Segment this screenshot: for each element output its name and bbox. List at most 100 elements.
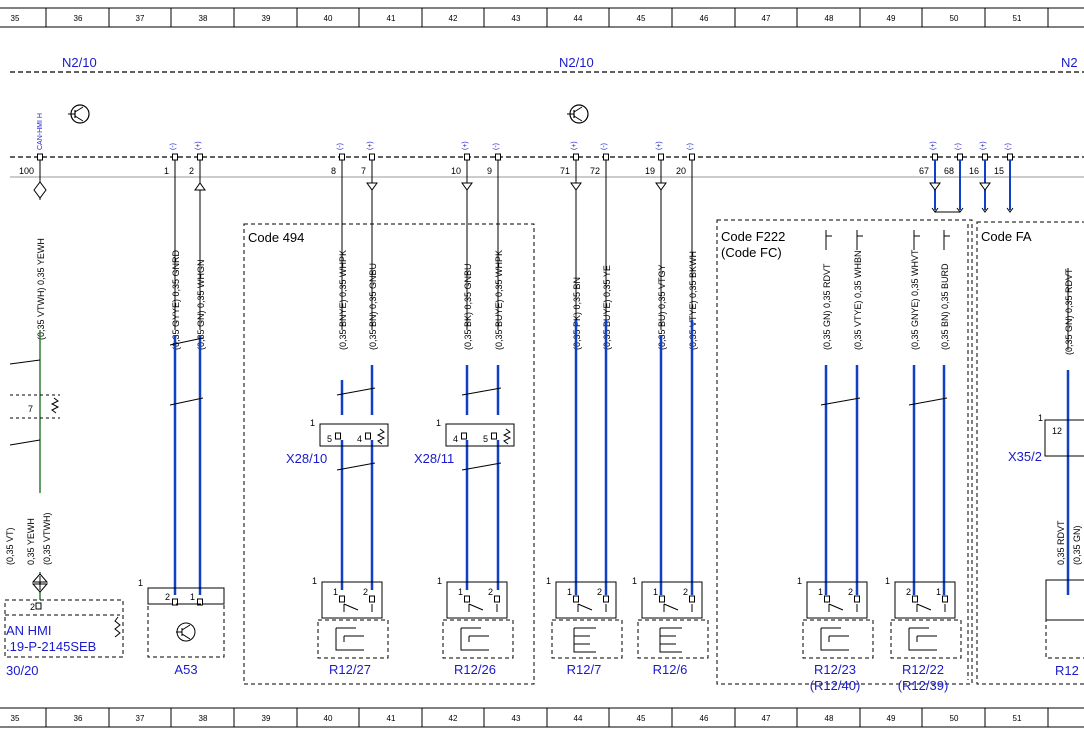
heater-element-icon [460,627,489,651]
component-side: 1 [885,576,890,586]
switch-icon [828,603,858,612]
pin-terminal [689,153,695,161]
code-f222-label: Code F222 [721,229,785,244]
wire-label: (0,35 VTYE) 0,35 BKWH [688,251,698,350]
pin-number: 20 [676,166,686,176]
code-494-label: Code 494 [248,230,304,245]
splice-mark [461,387,502,396]
component-terminal [854,595,860,603]
column-number: 39 [262,14,271,23]
sensor-body [802,619,874,659]
a53-pin: 2 [165,592,170,602]
component-label: R12/7 [567,662,602,677]
column-number: 48 [825,714,834,723]
column-number: 38 [199,14,208,23]
component-pin: 1 [818,587,823,597]
a53-housing [147,587,225,605]
module-label-n210-left: N2/10 [62,55,97,70]
column-number: 40 [324,14,333,23]
pin-polarity: (-) [687,143,694,150]
column-number: 49 [887,14,896,23]
arrow-both-icon [33,181,47,199]
module-label-n210-mid: N2/10 [559,55,594,70]
arrow-down-icon [461,182,473,191]
pin-number: 72 [590,166,600,176]
connector-pin: 4 [453,434,458,444]
right-wire-top: (0,35 GN) 0,35 RDVT [1064,268,1074,355]
pin-terminal [932,153,938,161]
pin-terminal [982,153,988,161]
a53-side: 1 [138,578,143,588]
pin-polarity: (-) [955,143,962,150]
left-connector-pin: 7 [28,404,33,414]
pin-polarity: (+) [195,141,202,150]
wire-label: (0,35 BNYE) 0,35 WHPK [338,250,348,350]
code-fa-label: Code FA [981,229,1032,244]
can-hmi-label: CAN-HMI H [37,113,44,150]
a53-terminal [172,598,178,606]
column-number: 45 [637,14,646,23]
pin-number: 8 [331,166,336,176]
pin-terminal [573,153,579,161]
column-number: 42 [449,14,458,23]
splice-mark [169,337,204,346]
wire-label: (0,35 BK) 0,35 GNBU [463,263,473,350]
transistor-icon [176,622,196,642]
pin-terminal [369,153,375,161]
component-housing [894,581,956,619]
connector-side: 1 [310,418,315,428]
pin-polarity: (-) [493,143,500,150]
component-pin: 1 [333,587,338,597]
connector-pin: 5 [483,434,488,444]
component-pin: 2 [683,587,688,597]
pin-number: 19 [645,166,655,176]
pin-number: 15 [994,166,1004,176]
wire-label: (0,35 GN) 0,35 RDVT [822,263,832,350]
wire-label: (0,35 BUYE) 0,35 YE [602,265,612,350]
a53-label: A53 [174,662,197,677]
component-terminal [339,595,345,603]
splice-mark [461,462,502,471]
connector-terminal [491,432,497,440]
x35-2-label: X35/2 [1008,449,1042,464]
component-terminal [573,595,579,603]
switch-icon [663,603,693,612]
column-number: 45 [637,714,646,723]
x35-2-pin: 12 [1052,426,1062,436]
pin-number: 16 [969,166,979,176]
column-number: 40 [324,714,333,723]
splice-mark [169,397,204,406]
component-pin: 1 [653,587,658,597]
column-number: 35 [11,714,20,723]
pin-polarity: (+) [980,141,987,150]
column-number: 37 [136,714,145,723]
code-f222-frame [716,219,973,685]
component-terminal [603,595,609,603]
pin-polarity: (-) [337,143,344,150]
connector-label: X28/10 [286,451,327,466]
pin-polarity: (+) [367,141,374,150]
pin-number: 7 [361,166,366,176]
pin-terminal [339,153,345,161]
pin-terminal [1007,153,1013,161]
switch-icon [468,603,498,612]
component-pin: 2 [488,587,493,597]
column-number: 44 [574,714,583,723]
component-terminal [824,595,830,603]
splice-mark [820,397,861,406]
column-number: 36 [74,14,83,23]
pin-terminal [495,153,501,161]
pin-terminal [658,153,664,161]
column-number: 50 [950,714,959,723]
splice-mark [336,462,376,471]
heater-element-icon [335,627,364,651]
connector-side: 1 [436,418,441,428]
component-label: R12/23 [814,662,856,677]
arrow-down-icon [366,182,378,191]
splice-mark [336,387,376,396]
a53-terminal [197,598,203,606]
column-number: 41 [387,14,396,23]
component-pin: 2 [848,587,853,597]
pin-number: 68 [944,166,954,176]
